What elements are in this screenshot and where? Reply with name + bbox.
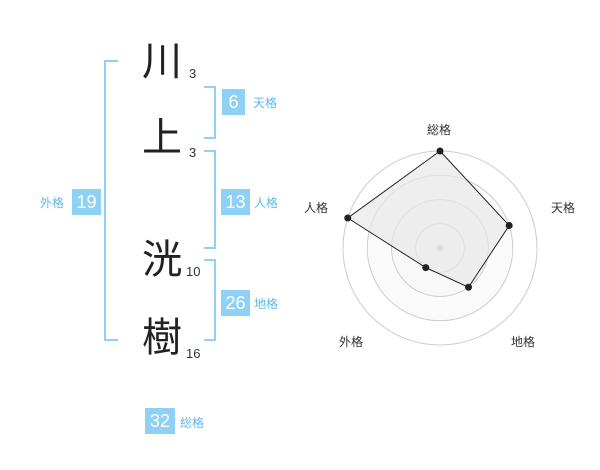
chikaku-label: 地格	[254, 297, 279, 311]
radar-axis-label-0: 総格	[427, 123, 452, 137]
radar-point-3	[422, 264, 430, 272]
radar-point-0	[436, 147, 444, 155]
radar-axis-label-4: 人格	[304, 201, 329, 215]
radar-axis-label-1: 天格	[551, 201, 576, 215]
stroke-count-1: 3	[189, 66, 197, 81]
gaikaku-bracket	[104, 60, 118, 341]
gaikaku-label: 外格	[40, 196, 65, 210]
jinkaku-bracket	[204, 150, 216, 249]
chikaku-bracket	[204, 259, 216, 341]
tenkaku-label: 天格	[253, 96, 278, 110]
jinkaku-value: 13	[221, 189, 250, 215]
name-char-3: 洸	[142, 237, 182, 283]
tenkaku-bracket	[204, 86, 216, 139]
name-char-2: 上	[142, 115, 182, 161]
radar-ring-2	[391, 199, 489, 297]
jinkaku-label: 人格	[254, 196, 279, 210]
radar-ring-4	[342, 150, 538, 346]
soukaku-label: 総格	[180, 416, 205, 430]
radar-axis-label-2: 地格	[511, 335, 536, 349]
radar-ring-3	[366, 174, 514, 322]
chikaku-value: 26	[221, 290, 250, 316]
stroke-count-2: 3	[189, 145, 197, 160]
radar-point-2	[465, 283, 473, 291]
name-char-1: 川	[142, 39, 182, 85]
radar-polygon	[346, 150, 510, 288]
radar-axis-label-3: 外格	[339, 335, 364, 349]
radar-point-1	[505, 222, 513, 230]
stroke-count-3: 10	[186, 264, 201, 279]
soukaku-value: 32	[145, 408, 175, 434]
name-char-4: 樹	[142, 315, 182, 361]
stroke-count-4: 16	[186, 346, 201, 361]
radar-point-4	[344, 214, 352, 222]
tenkaku-value: 6	[222, 89, 245, 115]
radar-center	[436, 244, 444, 252]
radar-ring-1	[415, 223, 465, 273]
gaikaku-value: 19	[72, 189, 101, 215]
